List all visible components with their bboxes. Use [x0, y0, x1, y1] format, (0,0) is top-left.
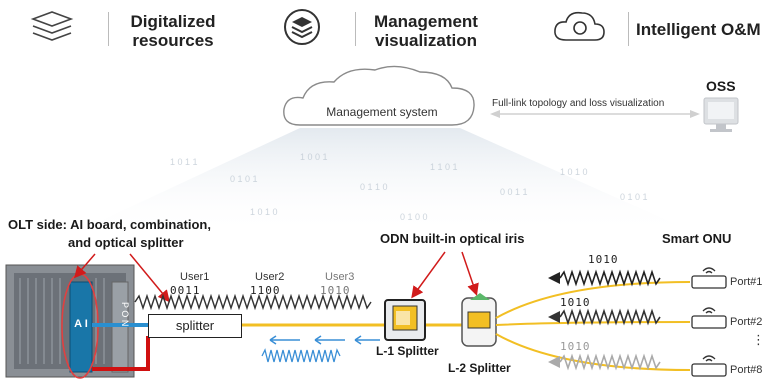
onu-device-2 — [691, 307, 727, 329]
cloud-brain-icon — [554, 11, 605, 41]
oss-link-label: Full-link topology and loss visualizatio… — [492, 98, 665, 109]
svg-text:1 0 1 0: 1 0 1 0 — [560, 167, 588, 177]
header-item2-line1: Management — [374, 12, 478, 31]
onu-code-3: 1010 — [560, 340, 591, 353]
svg-text:1 0 1 0: 1 0 1 0 — [250, 207, 278, 217]
onu-title: Smart ONU — [662, 231, 732, 246]
onu-port-8: Port#8 — [730, 364, 763, 376]
svg-text:0 1 0 1: 0 1 0 1 — [620, 192, 648, 202]
user-signal-wave — [134, 293, 372, 311]
olt-caption-line2: and optical splitter — [68, 235, 184, 250]
onu-device-1 — [691, 267, 727, 289]
pon-board-label: P O N — [120, 302, 130, 327]
user3-code: 1010 — [320, 284, 351, 297]
user1-code: 0011 — [170, 284, 201, 297]
l1-splitter-device — [384, 299, 426, 341]
onu-ellipsis: ⋮ — [752, 332, 765, 347]
header-item1-line2: resources — [132, 31, 214, 50]
svg-text:0 1 0 1: 0 1 0 1 — [230, 174, 258, 184]
user2-name: User2 — [255, 271, 285, 283]
svg-text:0 1 0 0: 0 1 0 0 — [400, 212, 428, 222]
user3-name: User3 — [325, 271, 355, 283]
oss-title: OSS — [706, 78, 736, 94]
l2-splitter-device — [461, 293, 497, 347]
stack-icon — [284, 9, 320, 45]
onu-device-8 — [691, 355, 727, 377]
olt-splitter-box: splitter — [148, 314, 242, 338]
reflected-wave — [261, 348, 341, 363]
binary-rain: 1 0 1 1 0 1 0 1 1 0 0 1 0 1 1 0 1 1 0 1 0 0… — [170, 152, 648, 222]
oss-monitor-icon — [703, 97, 739, 132]
svg-text:1 1 0 1: 1 1 0 1 — [430, 162, 458, 172]
svg-text:0 0 1 1: 0 0 1 1 — [500, 187, 528, 197]
onu-port-2: Port#2 — [730, 316, 763, 328]
l2-splitter-label: L-2 Splitter — [448, 361, 511, 375]
olt-chassis — [5, 264, 135, 379]
header-item1-line1: Digitalized — [130, 12, 216, 31]
header-management-visualization: Management visualization — [360, 12, 492, 50]
management-cloud — [283, 65, 475, 126]
header-digitalized-resources: Digitalized resources — [118, 12, 228, 50]
svg-text:1 0 0 1: 1 0 0 1 — [300, 152, 328, 162]
odn-title: ODN built-in optical iris — [380, 231, 525, 246]
svg-text:1 0 1 1: 1 0 1 1 — [170, 157, 198, 167]
onu-code-1: 1010 — [588, 253, 619, 266]
user2-code: 1100 — [250, 284, 281, 297]
cloud-label: Management system — [326, 105, 438, 119]
layers-icon — [30, 11, 74, 41]
header-item2-line2: visualization — [374, 31, 478, 50]
user1-name: User1 — [180, 271, 210, 283]
data-beam — [70, 128, 700, 235]
olt-caption-line1: OLT side: AI board, combination, — [8, 217, 211, 232]
header-intelligent-om: Intelligent O&M — [636, 20, 761, 39]
ai-board-label: A I — [74, 318, 88, 330]
onu-port-1: Port#1 — [730, 276, 763, 288]
svg-text:0 1 1 0: 0 1 1 0 — [360, 182, 388, 192]
l1-splitter-label: L-1 Splitter — [376, 344, 439, 358]
onu-code-2: 1010 — [560, 296, 591, 309]
